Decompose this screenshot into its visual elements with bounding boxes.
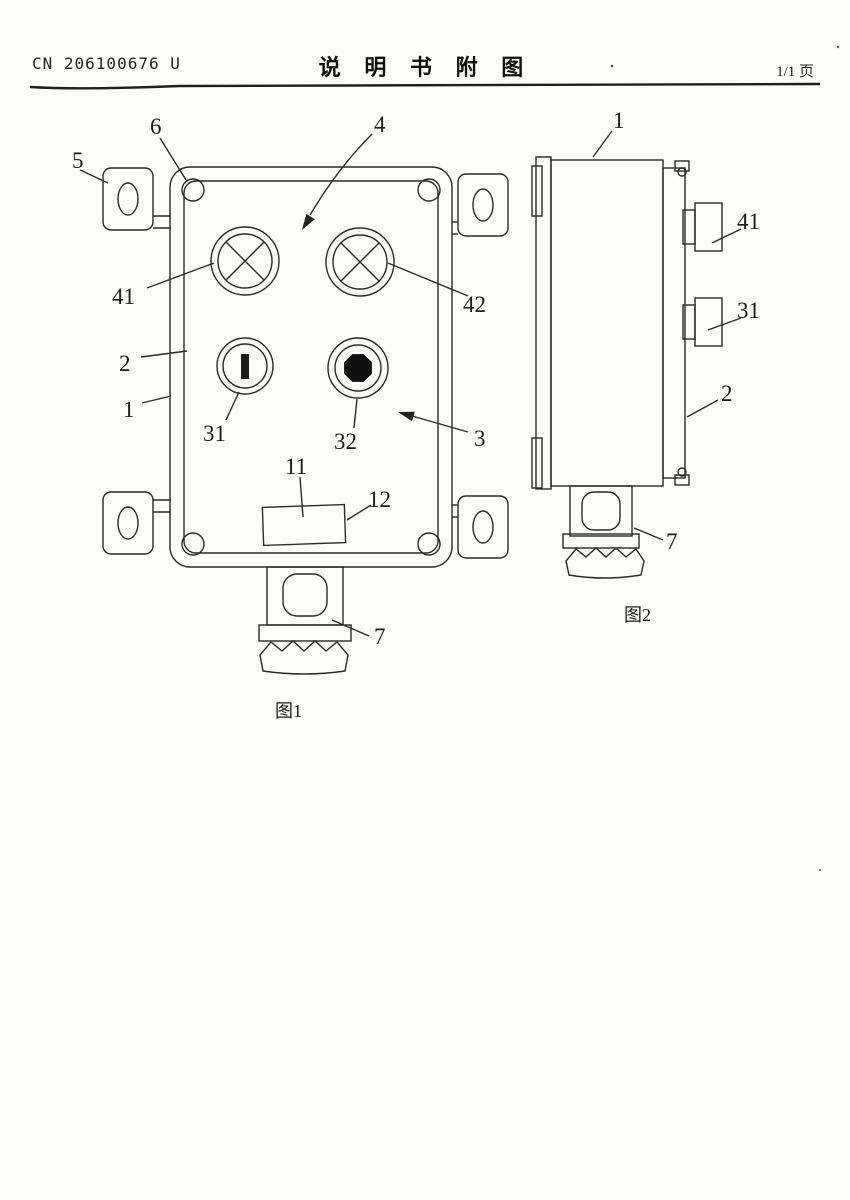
fig1-leader-lines: [79, 133, 469, 637]
patent-number: CN 206100676 U: [32, 54, 181, 73]
fig2-lamp-41-side: [682, 202, 723, 252]
page-indicator: 1/1 页: [776, 64, 814, 80]
header-rule: [29, 45, 840, 872]
fig2-leader-lines: [592, 130, 742, 541]
fig2-label-31: 31: [737, 298, 760, 323]
fig2-label-2: 2: [721, 381, 733, 406]
fig1-label-7: 7: [374, 624, 386, 649]
fig2-label-1: 1: [613, 108, 625, 133]
fig1-label-2: 2: [119, 351, 131, 376]
fig1-button-31: [216, 337, 274, 395]
fig2-enclosure-side: [531, 156, 690, 490]
document-title: 说 明 书 附 图: [318, 56, 532, 81]
fig1-label-41: 41: [112, 284, 135, 309]
fig1-caption: 图1: [275, 701, 302, 721]
fig1-label-1: 1: [123, 397, 135, 422]
page-header: CN 206100676 U 说 明 书 附 图 1/1 页: [0, 0, 850, 92]
fig2-label-7: 7: [666, 529, 678, 554]
fig1-label-4: 4: [374, 112, 386, 137]
fig1-label-11: 11: [285, 454, 307, 479]
fig1-nameplate: [261, 503, 347, 547]
fig2-cable-gland: [562, 485, 645, 579]
fig2-caption: 图2: [624, 605, 651, 625]
fig1-indicator-lamp-41: [210, 226, 280, 296]
fig1-label-32: 32: [334, 429, 357, 454]
fig1-labels: 5 6 4 41 42 2 1 31 32 3 11 12 7 图1: [72, 112, 486, 721]
fig1-enclosure-body: [169, 166, 453, 568]
fig1-mounting-ears: [102, 167, 509, 559]
fig1-label-12: 12: [368, 487, 391, 512]
fig1-button-32: [327, 337, 389, 399]
figure1: [79, 133, 509, 675]
fig2-button-31-side: [682, 297, 723, 347]
fig1-cable-gland: [258, 566, 352, 675]
fig1-label-42: 42: [463, 292, 486, 317]
figure2: [531, 130, 742, 579]
fig1-indicator-lamp-42: [325, 227, 395, 297]
fig1-label-3: 3: [474, 426, 486, 451]
fig2-label-41: 41: [737, 209, 760, 234]
fig1-label-5: 5: [72, 148, 84, 173]
fig2-labels: 1 41 31 2 7 图2: [613, 108, 760, 625]
fig1-label-31: 31: [203, 421, 226, 446]
fig1-label-6: 6: [150, 114, 162, 139]
